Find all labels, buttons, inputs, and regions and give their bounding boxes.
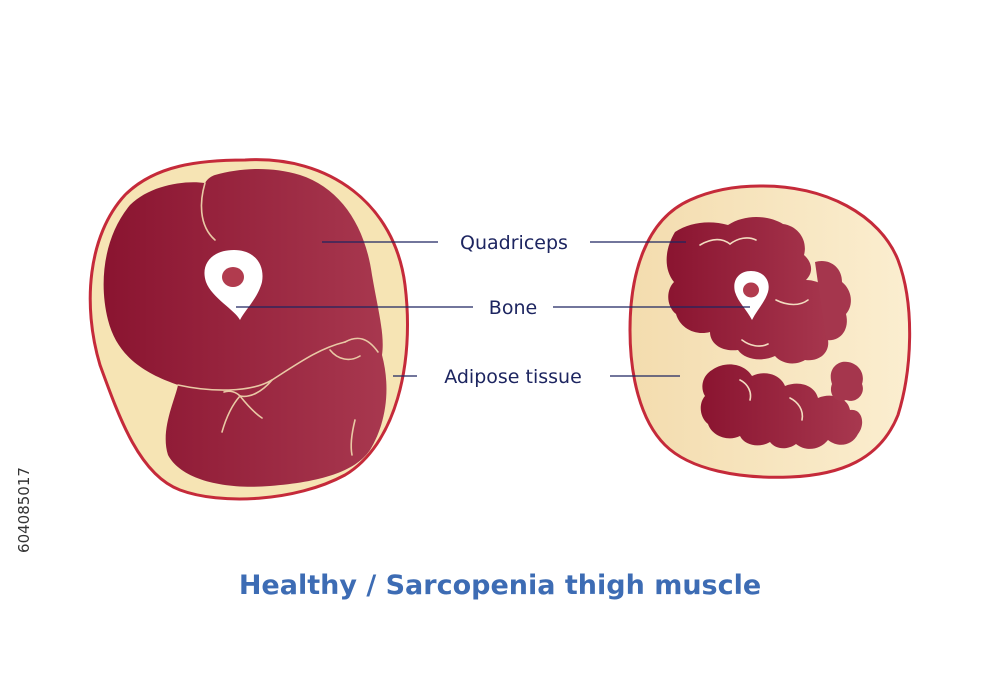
bone-label: Bone <box>489 297 537 319</box>
sarcopenia-fascia-lines <box>699 237 809 421</box>
diagram-title: Healthy / Sarcopenia thigh muscle <box>239 570 761 601</box>
quadriceps-label: Quadriceps <box>460 232 568 254</box>
sarcopenia-muscle-right <box>815 260 851 341</box>
sarcopenia-muscle-lower <box>700 364 863 449</box>
healthy-bone <box>204 250 263 320</box>
stock-id-text: 604085017 <box>15 467 33 553</box>
healthy-thigh-cross-section <box>88 158 409 501</box>
sarcopenia-muscle-lobe-small <box>830 361 863 401</box>
sarcopenia-bone <box>734 271 769 320</box>
sarcopenia-thigh-cross-section <box>628 184 912 479</box>
adipose-tissue-label: Adipose tissue <box>444 366 582 388</box>
leader-lines <box>236 241 750 377</box>
healthy-fascia-lines <box>177 182 379 456</box>
healthy-muscle <box>103 168 387 487</box>
